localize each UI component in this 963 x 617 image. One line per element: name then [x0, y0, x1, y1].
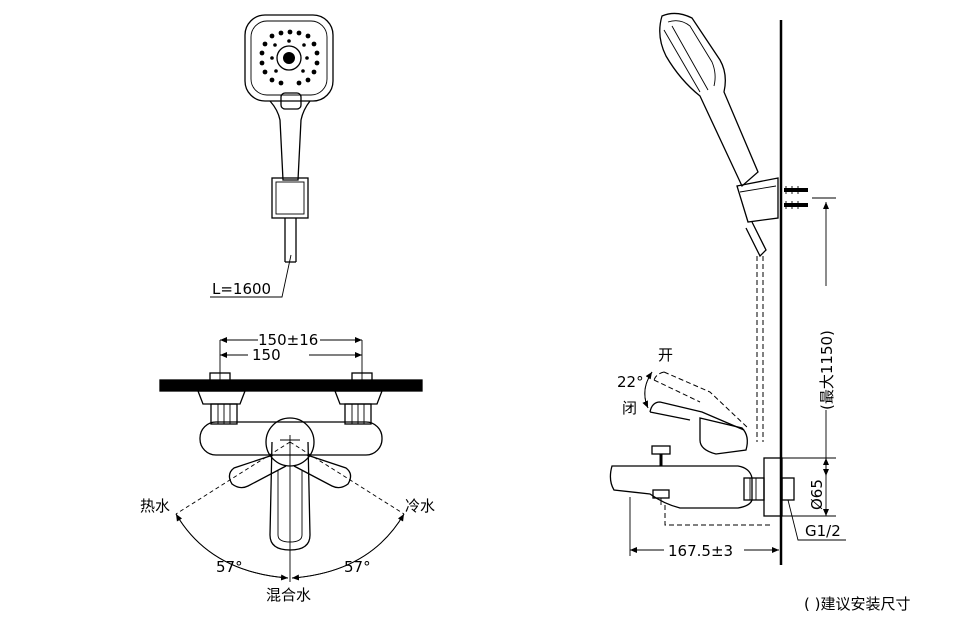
side-view: (最大1150) Ø65 开 22° 闭 167.5±3 [609, 12, 846, 565]
depth-label: 167.5±3 [668, 542, 733, 560]
angle-left-label: 57° [216, 558, 243, 576]
spray-switch-button [280, 92, 302, 110]
tilt-angle-label: 22° [617, 373, 644, 391]
hose-length-label: L=1600 [212, 280, 271, 298]
installation-note: ( )建议安装尺寸 [804, 595, 910, 613]
close-label: 闭 [622, 399, 637, 417]
spacing-label: 150 [252, 346, 281, 364]
wall-bracket [271, 177, 309, 219]
cold-water-label: 冷水 [405, 497, 435, 515]
max-height-label: (最大1150) [818, 330, 836, 410]
open-label: 开 [658, 346, 673, 364]
angle-right-label: 57° [344, 558, 371, 576]
hot-water-label: 热水 [140, 497, 170, 515]
mixer-front: 150±16 150 热水 冷水 57 [140, 331, 435, 604]
hand-shower-front: L=1600 [210, 14, 334, 298]
mixed-water-label: 混合水 [266, 586, 311, 604]
wall-screws [784, 186, 808, 209]
spacing-range-label: 150±16 [258, 331, 318, 349]
diameter-label: Ø65 [808, 479, 826, 510]
thread-label: G1/2 [805, 522, 841, 540]
spray-nozzle-grid [259, 29, 320, 86]
